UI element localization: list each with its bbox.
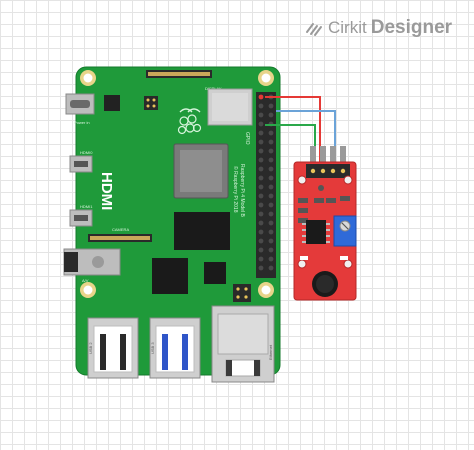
gpio-pin[interactable] bbox=[268, 148, 274, 154]
gpio-pin[interactable] bbox=[258, 148, 264, 154]
model-text-1: Raspberry Pi 4 Model B bbox=[239, 164, 245, 217]
ethernet-label: Ethernet bbox=[268, 344, 273, 360]
gpio-pin[interactable] bbox=[258, 256, 264, 262]
audio-label: A/V bbox=[82, 278, 89, 283]
logo-product-text: Designer bbox=[370, 17, 453, 38]
gpio-pin[interactable] bbox=[258, 247, 264, 253]
gpio-pin[interactable] bbox=[268, 220, 274, 226]
gpio-pin[interactable] bbox=[258, 157, 264, 163]
wire-gnd[interactable] bbox=[276, 110, 336, 164]
gpio-pin[interactable] bbox=[258, 103, 264, 109]
signal-led bbox=[340, 256, 348, 260]
cirkit-designer-logo: Cirkit Designer bbox=[304, 14, 452, 42]
usb2-label: USB 2 bbox=[88, 342, 93, 354]
sound-sensor-module[interactable] bbox=[293, 146, 357, 301]
ethernet-port[interactable] bbox=[211, 305, 275, 383]
ram-chip bbox=[174, 212, 230, 250]
gpio-pin[interactable] bbox=[268, 211, 274, 217]
gpio-pin[interactable] bbox=[258, 112, 264, 118]
gpio-pins bbox=[258, 94, 274, 271]
ethernet-controller-chip bbox=[204, 262, 226, 284]
gpio-pin[interactable] bbox=[258, 175, 264, 181]
gpio-pin[interactable] bbox=[258, 130, 264, 136]
gpio-label: GPIO bbox=[244, 132, 250, 145]
power-led bbox=[300, 256, 308, 260]
gpio-pin[interactable] bbox=[268, 175, 274, 181]
gpio-pin[interactable] bbox=[258, 220, 264, 226]
gpio-pin[interactable] bbox=[268, 103, 274, 109]
usb3-label: USB 3 bbox=[150, 342, 155, 354]
usb2-port[interactable] bbox=[87, 317, 139, 379]
usb3-port[interactable] bbox=[149, 317, 201, 379]
mounting-holes bbox=[80, 70, 274, 298]
gpio-pin[interactable] bbox=[268, 238, 274, 244]
gpio-pin[interactable] bbox=[268, 139, 274, 145]
gpio-pin[interactable] bbox=[258, 166, 264, 172]
gpio-pin[interactable] bbox=[268, 229, 274, 235]
gpio-pin[interactable] bbox=[268, 193, 274, 199]
gpio-pin[interactable] bbox=[258, 265, 264, 271]
gpio-pin[interactable] bbox=[258, 121, 264, 127]
logo-brand-text: Cirkit bbox=[328, 18, 367, 37]
gpio-pin[interactable] bbox=[258, 139, 264, 145]
wire-vcc[interactable] bbox=[265, 96, 321, 164]
gpio-pin[interactable] bbox=[258, 229, 264, 235]
usb-controller-chip bbox=[152, 258, 188, 294]
hdmi1-label: HDMI1 bbox=[80, 204, 93, 209]
camera-label: CAMERA bbox=[112, 227, 129, 232]
gpio-pin[interactable] bbox=[268, 256, 274, 262]
hdmi-label: HDMI bbox=[98, 172, 115, 210]
gpio-pin[interactable] bbox=[268, 112, 274, 118]
gpio-pin[interactable] bbox=[268, 265, 274, 271]
run-header bbox=[233, 284, 251, 302]
gpio-pin[interactable] bbox=[268, 157, 274, 163]
gpio-pin[interactable] bbox=[258, 184, 264, 190]
cirkit-logo-icon bbox=[306, 23, 322, 36]
pmic-chip bbox=[104, 95, 120, 111]
gpio-pin[interactable] bbox=[268, 166, 274, 172]
poe-header bbox=[144, 96, 158, 110]
power-label: Power in bbox=[74, 120, 90, 125]
gpio-pin[interactable] bbox=[268, 130, 274, 136]
gpio-pin[interactable] bbox=[268, 202, 274, 208]
raspberry-pi-board[interactable]: DISPLAY Power in HDMI0 H bbox=[63, 66, 281, 383]
gpio-pin[interactable] bbox=[258, 211, 264, 217]
comparator-ic bbox=[306, 220, 326, 244]
gpio-pin[interactable] bbox=[258, 94, 264, 100]
gpio-pin[interactable] bbox=[268, 184, 274, 190]
gpio-pin[interactable] bbox=[258, 202, 264, 208]
gpio-pin[interactable] bbox=[258, 238, 264, 244]
raspberry-logo-icon bbox=[177, 108, 202, 135]
model-text-2: © Raspberry Pi 2018 bbox=[232, 166, 239, 213]
gpio-pin[interactable] bbox=[258, 193, 264, 199]
gpio-pin[interactable] bbox=[268, 247, 274, 253]
hdmi0-label: HDMI0 bbox=[80, 150, 93, 155]
